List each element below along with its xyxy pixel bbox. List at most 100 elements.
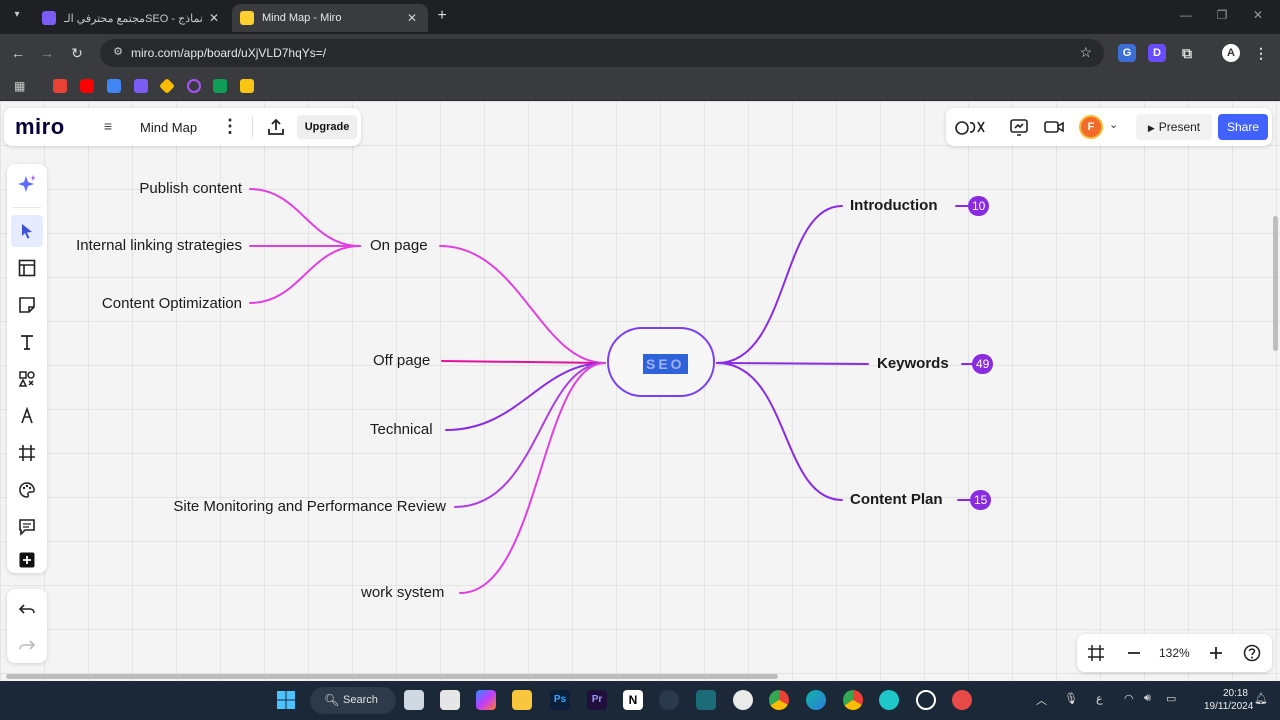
apps-grid-icon[interactable]: ▦ — [14, 79, 26, 93]
node-content-plan[interactable]: Content Plan — [850, 491, 943, 508]
zoom-in-icon[interactable] — [1207, 644, 1225, 662]
canva-icon[interactable] — [879, 690, 899, 710]
microphone-icon[interactable]: 🎙︎ — [1064, 693, 1078, 705]
bookmark-star-icon[interactable]: ☆ — [1079, 44, 1092, 60]
youtube-bookmark-icon[interactable] — [80, 79, 94, 93]
chrome-icon[interactable] — [769, 690, 789, 710]
obs-icon[interactable] — [659, 690, 679, 710]
task-view-icon[interactable] — [404, 690, 424, 710]
reload-icon[interactable]: ↻ — [71, 45, 83, 61]
close-tab-icon[interactable]: ✕ — [406, 11, 418, 25]
miro-board-canvas[interactable]: Publish content Internal linking strateg… — [0, 101, 1280, 681]
close-window-icon[interactable]: ✕ — [1252, 8, 1264, 22]
premiere-icon[interactable]: Pr — [587, 690, 607, 710]
tab-seo-forms[interactable]: مجتمع محترفي الـSEO - نماذج gle ✕ — [34, 4, 230, 32]
more-tools[interactable] — [11, 548, 43, 572]
address-bar[interactable]: ⚙ miro.com/app/board/uXjVLD7hqYs=/ ☆ — [100, 39, 1104, 67]
root-node-seo[interactable]: SEO — [607, 327, 715, 397]
battery-icon[interactable]: ▭ — [1166, 693, 1177, 705]
copilot-icon[interactable] — [476, 690, 496, 710]
volume-icon[interactable]: 🔊︎ — [1144, 692, 1151, 704]
screen-share-icon[interactable] — [1008, 117, 1030, 137]
node-publish-content[interactable]: Publish content — [139, 180, 242, 197]
extensions-puzzle-icon[interactable]: ⧉ — [1182, 45, 1192, 61]
share-button[interactable]: Share — [1218, 114, 1268, 140]
present-button[interactable]: ▶Present — [1136, 114, 1212, 140]
sheets-bookmark-icon[interactable] — [213, 79, 227, 93]
forms-bookmark-icon[interactable] — [134, 79, 148, 93]
sticky-note-tool[interactable] — [11, 289, 43, 321]
clock-app-icon[interactable] — [733, 690, 753, 710]
miro-logo[interactable]: miro — [15, 114, 65, 139]
undo-button[interactable] — [11, 593, 43, 625]
ai-sparkle-tool[interactable] — [11, 168, 43, 200]
node-site-monitoring[interactable]: Site Monitoring and Performance Review — [173, 498, 446, 515]
node-work-system[interactable]: work system — [361, 584, 445, 601]
chrome-profile-icon[interactable] — [843, 690, 863, 710]
photoshop-icon[interactable]: Ps — [550, 690, 570, 710]
user-avatar[interactable]: F — [1079, 115, 1103, 139]
widgets-app-icon[interactable] — [440, 690, 460, 710]
chevron-down-icon[interactable]: ⌄ — [1109, 119, 1119, 131]
help-icon[interactable] — [1243, 644, 1261, 662]
new-tab-icon[interactable]: + — [437, 7, 447, 24]
node-technical[interactable]: Technical — [370, 421, 433, 438]
system-clock[interactable]: 20:18 19/11/2024 — [1204, 687, 1253, 713]
shapes-tool[interactable] — [11, 363, 43, 395]
video-call-icon[interactable] — [1043, 117, 1065, 137]
node-content-optimization[interactable]: Content Optimization — [101, 295, 242, 312]
file-explorer-icon[interactable] — [512, 690, 532, 710]
comment-tool[interactable] — [11, 511, 43, 543]
node-off-page[interactable]: Off page — [373, 352, 431, 369]
text-tool[interactable] — [11, 326, 43, 358]
board-name[interactable]: Mind Map — [140, 120, 198, 135]
app-window-icon[interactable] — [696, 690, 716, 710]
gmail-bookmark-icon[interactable] — [53, 79, 67, 93]
upgrade-button[interactable]: Upgrade — [297, 115, 357, 139]
taskbar-search[interactable]: 🔍︎ Search — [310, 687, 396, 714]
fit-to-screen-icon[interactable] — [1087, 644, 1105, 662]
node-internal-linking-strategies[interactable]: Internal linking strategies — [76, 237, 242, 254]
d-extension-icon[interactable]: D — [1148, 44, 1166, 62]
pen-tool[interactable] — [11, 400, 43, 432]
export-upload-icon[interactable] — [266, 117, 286, 137]
board-options-icon[interactable]: ⋮ — [221, 116, 239, 136]
minimize-icon[interactable]: — — [1180, 8, 1192, 22]
zoom-level[interactable]: 132% — [1159, 646, 1190, 660]
wifi-icon[interactable]: ◠ — [1124, 693, 1134, 705]
circle-bookmark-icon[interactable] — [187, 79, 201, 93]
red-app-icon[interactable] — [952, 690, 972, 710]
notion-icon[interactable]: N — [623, 690, 643, 710]
forward-icon[interactable]: → — [40, 45, 54, 61]
vertical-scrollbar[interactable] — [1273, 216, 1278, 351]
reactions-icon[interactable] — [954, 117, 990, 137]
restore-icon[interactable]: ❐ — [1216, 8, 1228, 22]
profile-avatar-icon[interactable]: A — [1222, 44, 1240, 62]
translate-extension-icon[interactable]: G — [1118, 44, 1136, 62]
tab-search-icon[interactable]: ▾ — [14, 9, 20, 20]
node-introduction[interactable]: Introduction — [850, 197, 938, 214]
templates-tool[interactable] — [11, 252, 43, 284]
close-tab-icon[interactable]: ✕ — [208, 11, 220, 25]
apps-tool[interactable] — [11, 474, 43, 506]
edge-icon[interactable] — [806, 690, 826, 710]
language-indicator[interactable]: ع — [1096, 693, 1103, 705]
frame-tool[interactable] — [11, 437, 43, 469]
site-info-icon[interactable]: ⚙ — [113, 46, 123, 58]
circle-app-icon[interactable] — [916, 690, 936, 710]
zoom-out-icon[interactable] — [1125, 644, 1143, 662]
redo-button[interactable] — [11, 629, 43, 661]
main-menu-icon[interactable]: ≡ — [103, 118, 113, 134]
docs-bookmark-icon[interactable] — [107, 79, 121, 93]
drive-bookmark-icon[interactable] — [159, 78, 175, 94]
tab-mind-map-miro[interactable]: Mind Map - Miro ✕ — [232, 4, 428, 32]
node-keywords[interactable]: Keywords — [877, 355, 949, 372]
back-icon[interactable]: ← — [11, 45, 25, 61]
node-on-page[interactable]: On page — [370, 237, 428, 254]
browser-menu-icon[interactable]: ⋮ — [1254, 45, 1268, 61]
horizontal-scrollbar[interactable] — [6, 674, 778, 679]
select-tool[interactable] — [11, 215, 43, 247]
keep-bookmark-icon[interactable] — [240, 79, 254, 93]
chevron-up-icon[interactable]: ︿ — [1036, 695, 1047, 707]
notifications-bell-icon[interactable]: 🔔︎ — [1254, 693, 1268, 705]
